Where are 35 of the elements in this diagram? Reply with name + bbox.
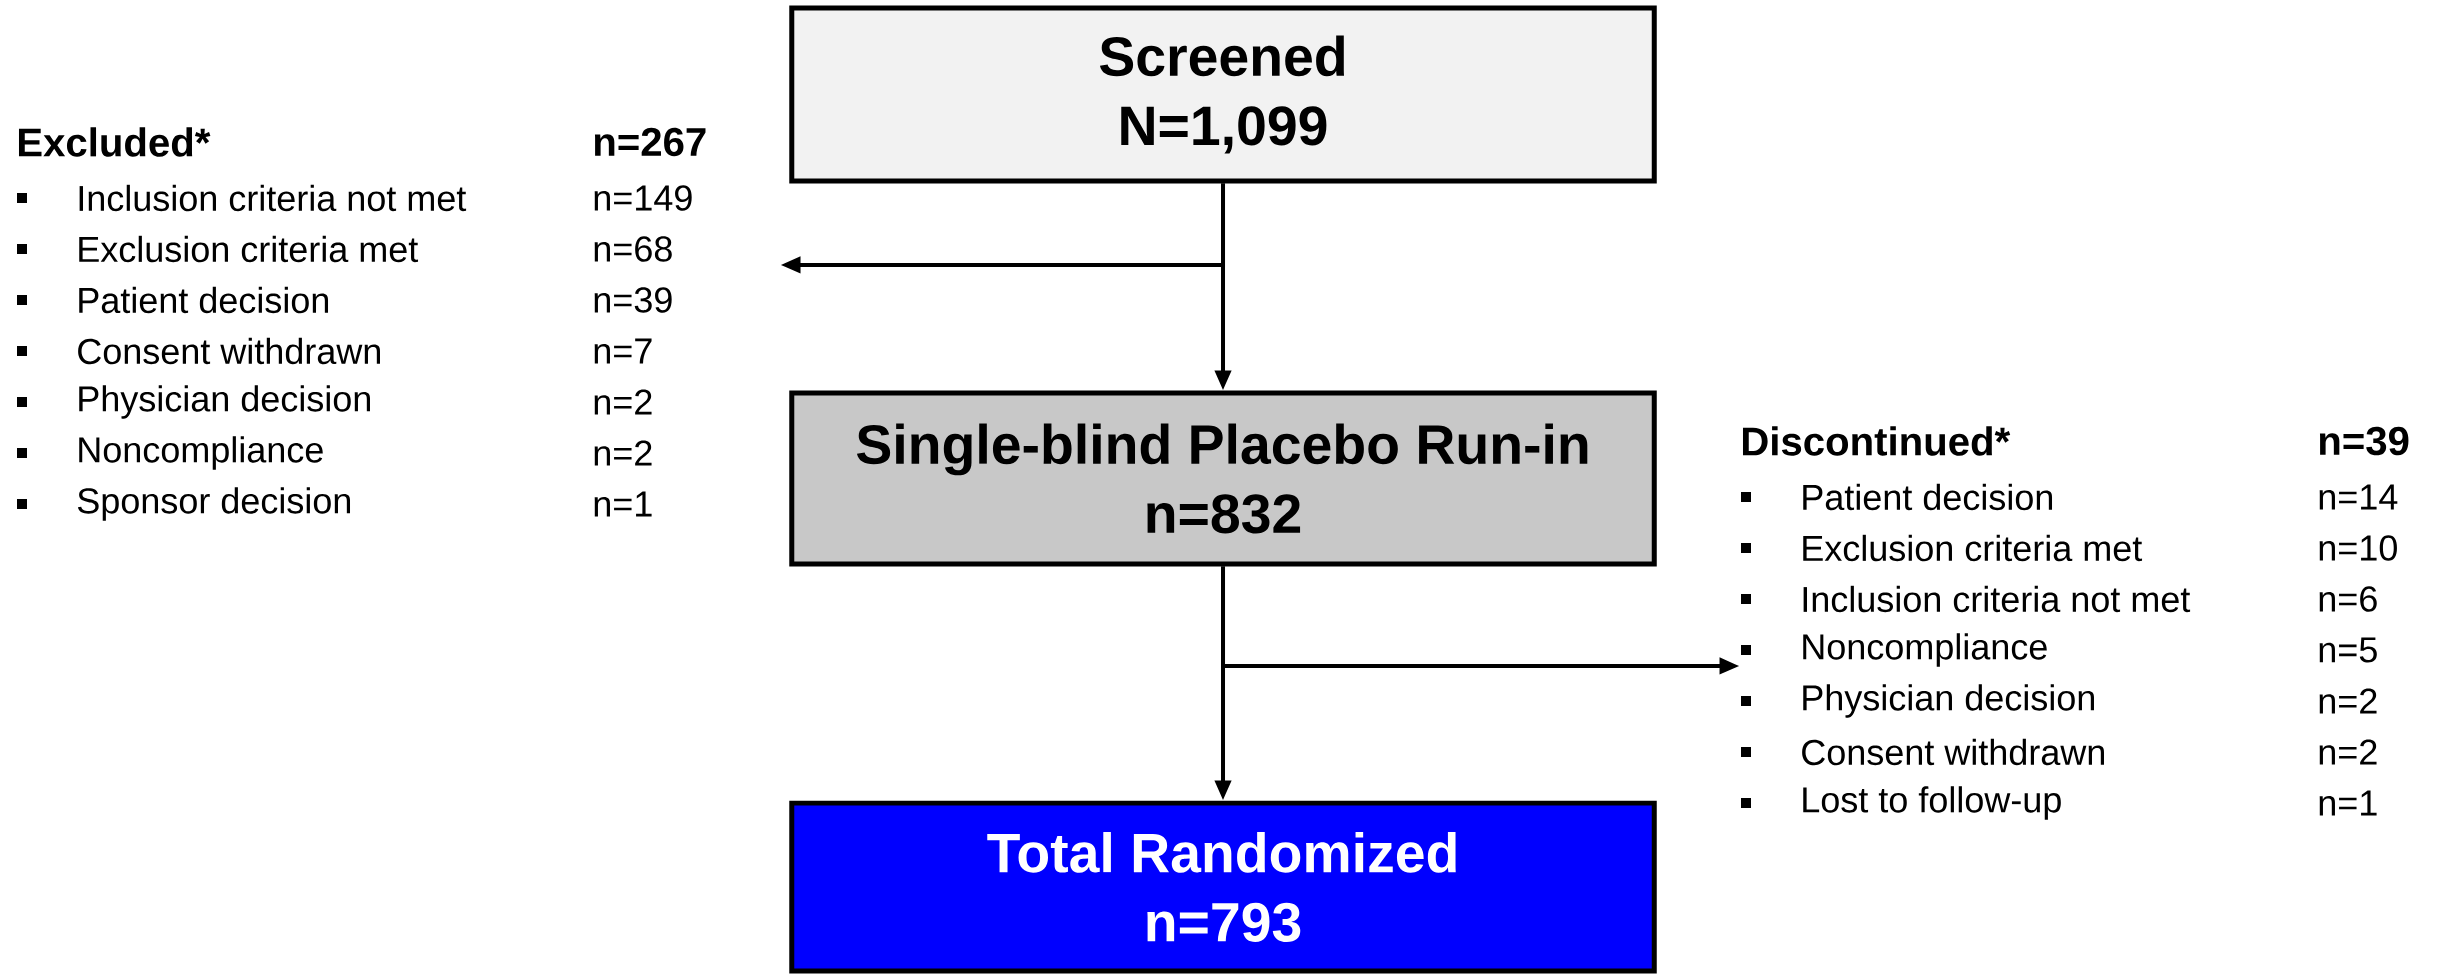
count-text: n=10: [2319, 535, 2397, 561]
list-heading: Excluded*: [19, 127, 211, 157]
count-text: n=1: [2319, 790, 2377, 816]
count-text: n=2: [594, 440, 652, 466]
list-item: Consent withdrawn: [1802, 738, 2104, 766]
count-text: n=149: [594, 185, 692, 211]
list-item: Physician decision: [1803, 684, 2094, 718]
count-text: n=2: [2319, 739, 2377, 765]
list-item: Noncompliance: [79, 436, 323, 470]
count-text: n=2: [594, 389, 652, 415]
list-item: Consent withdrawn: [78, 337, 380, 365]
process-box: Screened N=1,099: [789, 5, 1657, 184]
count-text: n=68: [594, 236, 672, 262]
count-text: n=39: [2319, 426, 2409, 456]
count-text: n=7: [594, 338, 652, 364]
list-heading: Discontinued*: [1743, 426, 2011, 456]
list-item: Physician decision: [79, 385, 370, 419]
list-item: Noncompliance: [1803, 633, 2047, 667]
count-text: n=2: [2319, 688, 2377, 714]
count-text: n=6: [2319, 586, 2377, 612]
list-item: Lost to follow-up: [1803, 786, 2061, 820]
process-box: Total Randomized n=793: [789, 800, 1657, 974]
list-item: Inclusion criteria not met: [79, 184, 467, 212]
count-text: n=1: [594, 491, 652, 517]
count-text: n=14: [2319, 484, 2398, 510]
list-item: Exclusion criteria met: [79, 235, 419, 263]
count-text: n=5: [2319, 637, 2377, 663]
list-item: Inclusion criteria not met: [1803, 585, 2191, 613]
count-text: n=39: [594, 287, 672, 313]
list-item: Exclusion criteria met: [1803, 534, 2143, 562]
list-item: Patient decision: [1803, 483, 2052, 511]
count-text: n=267: [594, 127, 706, 157]
list-item: Patient decision: [79, 286, 328, 314]
list-item: Sponsor decision: [77, 487, 350, 521]
process-box: Single-blind Placebo Run-in n=832: [789, 390, 1657, 567]
